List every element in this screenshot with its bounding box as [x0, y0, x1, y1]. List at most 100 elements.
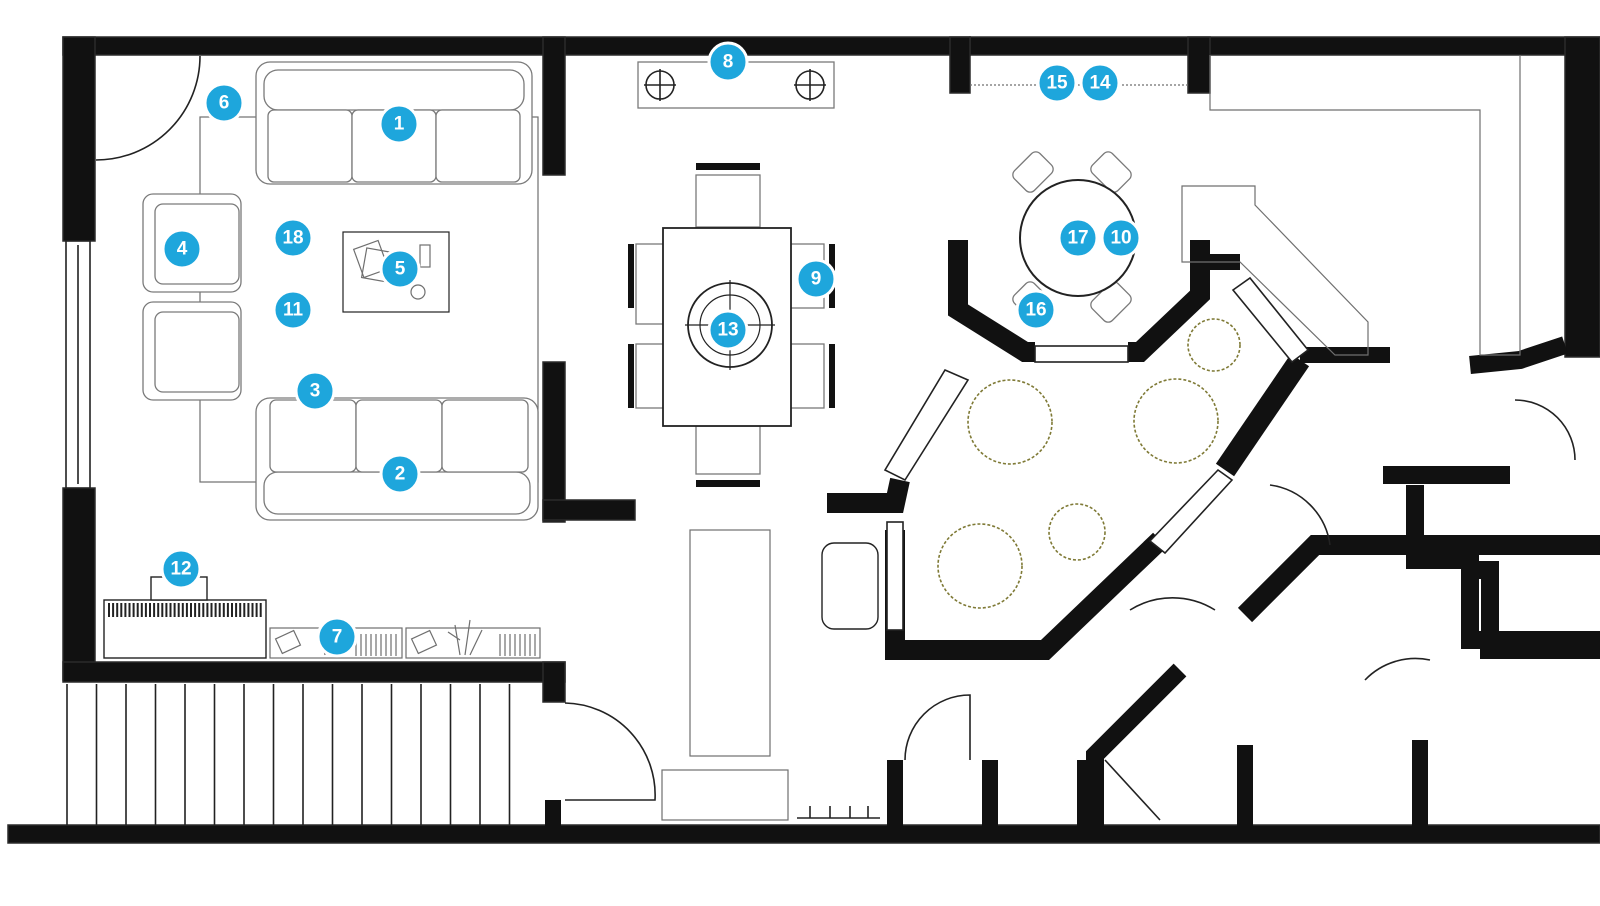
wall-partition-lower	[542, 361, 566, 523]
window-sunroom-top	[1034, 345, 1129, 363]
marker-16[interactable]: 16	[1015, 289, 1057, 331]
piano-key	[214, 603, 217, 617]
marker-label: 7	[332, 627, 343, 648]
wall-bottom	[7, 824, 1600, 844]
marker-7[interactable]: 7	[316, 616, 358, 658]
wall-top-left	[62, 36, 971, 56]
wall-pocket-right	[1187, 36, 1211, 94]
piano-key	[120, 603, 123, 617]
piano-key	[157, 603, 160, 617]
wall-corridor-a	[1237, 535, 1600, 623]
marker-label: 2	[395, 464, 406, 485]
piano	[103, 576, 267, 659]
runner-rug	[689, 529, 771, 757]
low-cabinets	[269, 619, 541, 659]
marker-9[interactable]: 9	[795, 258, 837, 300]
marker-2[interactable]: 2	[379, 453, 421, 495]
wall-sunroom-bottom	[885, 530, 1167, 660]
piano-key	[239, 603, 242, 617]
wall-sunroom-east-diag	[1215, 353, 1310, 477]
wall-partition-upper	[542, 36, 566, 176]
piano-key	[226, 603, 229, 617]
marker-label: 16	[1025, 300, 1046, 321]
piano-key	[140, 603, 143, 617]
marker-14[interactable]: 14	[1079, 62, 1121, 104]
marker-5[interactable]: 5	[379, 248, 421, 290]
marker-13[interactable]: 13	[707, 309, 749, 351]
wall-right-angle	[1469, 336, 1568, 374]
marker-label: 1	[394, 114, 405, 135]
piano-key	[149, 603, 151, 617]
marker-label: 5	[395, 259, 406, 280]
piano-key	[177, 603, 180, 617]
marker-10[interactable]: 10	[1100, 217, 1142, 259]
windows	[65, 84, 1310, 631]
piano-key	[128, 603, 131, 617]
marker-1[interactable]: 1	[378, 103, 420, 145]
window-sunroom-west-lower	[886, 521, 904, 631]
marker-18[interactable]: 18	[272, 217, 314, 259]
door-bath-diag	[1104, 759, 1161, 821]
piano-key	[231, 603, 233, 617]
piano-key	[144, 603, 147, 617]
marker-label: 8	[723, 52, 734, 73]
marker-label: 14	[1089, 73, 1111, 94]
marker-15[interactable]: 15	[1036, 62, 1078, 104]
marker-6[interactable]: 6	[203, 82, 245, 124]
piano-key	[124, 603, 127, 617]
piano-key	[247, 603, 250, 617]
dining-area	[628, 61, 880, 821]
marker-label: 13	[717, 320, 738, 341]
door-swing-hall-3	[1364, 657, 1431, 681]
marker-label: 6	[219, 93, 230, 114]
piano-key	[153, 603, 156, 617]
door-swing-hall-2	[1269, 484, 1331, 546]
door-swing-entry	[564, 702, 656, 801]
wall-top-right	[969, 36, 1600, 56]
piano-key	[181, 603, 184, 617]
marker-4[interactable]: 4	[161, 228, 203, 270]
sideboard	[637, 61, 835, 109]
piano-key	[206, 603, 209, 617]
plant	[1187, 318, 1241, 372]
piano-key	[136, 603, 139, 617]
piano-key	[169, 603, 172, 617]
side-cabinet	[821, 542, 879, 630]
wall-corridor-c	[1406, 485, 1600, 649]
marker-12[interactable]: 12	[160, 548, 202, 590]
piano-key	[210, 603, 213, 617]
piano-key	[132, 603, 135, 617]
piano-key	[251, 603, 254, 617]
piano-key	[235, 603, 238, 617]
marker-17[interactable]: 17	[1057, 217, 1099, 259]
door-swing-closet	[904, 694, 971, 761]
piano-key	[173, 603, 176, 617]
markers: 1 2 3 4 5 6 7 8 9 10 11 12 13 14 15 16 1…	[160, 41, 1142, 658]
wall-bath-a	[1086, 663, 1187, 830]
piano-key	[202, 603, 205, 617]
marker-3[interactable]: 3	[294, 370, 336, 412]
piano-key	[112, 603, 115, 617]
wall-living-bottom-stub	[542, 661, 566, 703]
piano-key	[108, 603, 110, 617]
kitchen-island	[1181, 185, 1369, 356]
door-swing-hall-1	[1129, 597, 1216, 611]
piano-key	[165, 603, 168, 617]
marker-8[interactable]: 8	[707, 41, 749, 83]
marker-11[interactable]: 11	[272, 289, 314, 331]
piano-key	[190, 603, 192, 617]
wall-partition-foot	[542, 499, 636, 521]
piano-key	[243, 603, 246, 617]
piano-key	[185, 603, 188, 617]
marker-label: 15	[1046, 73, 1068, 94]
piano-key	[161, 603, 164, 617]
shoe-rack	[797, 806, 880, 819]
doors	[95, 55, 1576, 821]
armchair-lower	[142, 301, 242, 401]
plant	[1133, 378, 1219, 464]
plant	[967, 379, 1053, 465]
walls	[7, 36, 1600, 844]
window-sunroom-east-upper	[1231, 276, 1310, 364]
piano-key	[222, 603, 225, 617]
